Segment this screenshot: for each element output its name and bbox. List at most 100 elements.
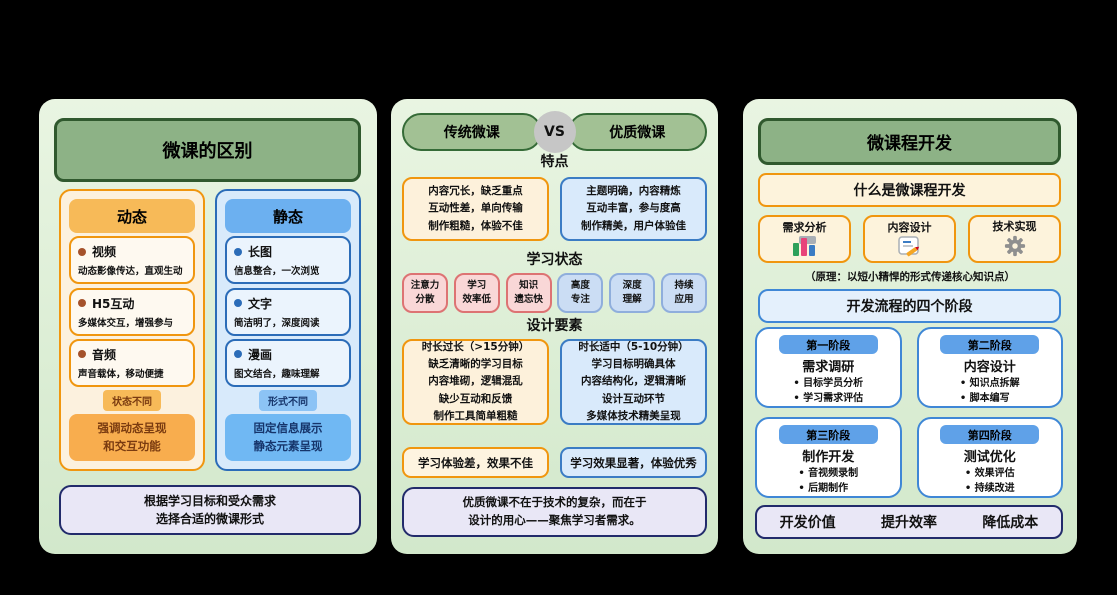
features-row: 内容冗长，缺乏重点 互动性差，单向传输 制作粗糙，体验不佳 主题明确，内容精炼 … <box>402 177 707 241</box>
footer-value: 降低成本 <box>982 515 1039 531</box>
panel-footer-values: 开发价值 提升效率 降低成本 <box>755 505 1063 539</box>
learning-states-row: 注意力 分散 学习 效率低 知识 遗忘快 高度 专注 深度 理解 持续 应用 <box>402 273 707 313</box>
footer-value: 开发价值 <box>779 515 836 531</box>
status-badge: 状态不同 <box>103 390 161 412</box>
design-row: 时长过长（>15分钟） 缺乏清晰的学习目标 内容堆砌，逻辑混乱 缺少互动和反馈 … <box>402 339 707 425</box>
item-desc: 动态影像传达，直观生动 <box>78 266 183 278</box>
panel-microcourse-development: 微课程开发 什么是微课程开发 需求分析 内容设计 <box>743 99 1077 554</box>
good-state-pill: 高度 专注 <box>557 273 604 313</box>
item-title: 文字 <box>248 296 273 311</box>
list-item: 漫画 图文结合，趣味理解 <box>225 338 351 387</box>
stage-card-4: 第四阶段 测试优化 • 效果评估 • 持续改进 <box>916 417 1063 498</box>
item-title: 音频 <box>92 347 117 362</box>
stage-title: 测试优化 <box>963 450 1016 465</box>
list-item: 视频 动态影像传达，直观生动 <box>69 236 195 285</box>
results-row: 学习体验差，效果不佳 学习效果显著，体验优秀 <box>402 447 707 478</box>
traditional-header-pill: 传统微课 <box>402 113 542 151</box>
stage-bullets: • 知识点拆解 • 脚本编写 <box>960 376 1020 406</box>
list-item: H5互动 多媒体交互，增强参与 <box>69 287 195 336</box>
what-is-development-header: 什么是微课程开发 <box>758 173 1061 207</box>
principle-note: （原理：以短小精悍的形式传递核心知识点） <box>805 271 1015 283</box>
status-badge: 形式不同 <box>259 390 317 412</box>
dynamic-column-header: 动态 <box>69 199 195 233</box>
stage-card-3: 第三阶段 制作开发 • 音视频录制 • 后期制作 <box>755 417 902 498</box>
item-title: H5互动 <box>92 296 135 311</box>
item-title-row: 视频 <box>78 243 186 260</box>
stage-card-2: 第二阶段 内容设计 • 知识点拆解 • 脚本编写 <box>916 327 1063 408</box>
bad-state-pill: 知识 遗忘快 <box>505 273 552 313</box>
vs-header-row: 传统微课 VS 优质微课 <box>402 111 707 153</box>
item-title-row: H5互动 <box>78 295 186 312</box>
stage-title: 需求调研 <box>802 360 855 375</box>
vs-badge: VS <box>533 111 576 153</box>
bad-state-pill: 注意力 分散 <box>402 273 448 313</box>
item-title: 视频 <box>92 245 117 260</box>
bullet-dot-icon <box>78 350 86 359</box>
aspect-tech-implementation: 技术实现 <box>968 215 1061 263</box>
stage-bullet: • 持续改进 <box>964 483 1015 494</box>
item-desc: 简洁明了，深度阅读 <box>234 317 320 329</box>
panel-footer-note: 根据学习目标和受众需求 选择合适的微课形式 <box>59 485 361 535</box>
stage-badge: 第二阶段 <box>940 335 1040 354</box>
section-title-features: 特点 <box>540 154 569 170</box>
stage-bullets: • 效果评估 • 持续改进 <box>965 466 1015 496</box>
traditional-result-box: 学习体验差，效果不佳 <box>402 447 549 478</box>
bullet-dot-icon <box>234 247 242 256</box>
quality-design-box: 时长适中（5-10分钟） 学习目标明确具体 内容结构化，逻辑清晰 设计互动环节 … <box>560 339 707 425</box>
stage-title: 内容设计 <box>963 360 1016 375</box>
list-item: 音频 声音载体，移动便捷 <box>69 338 195 387</box>
panel-title: 微课的区别 <box>54 118 361 182</box>
bullet-dot-icon <box>234 350 242 359</box>
item-desc: 图文结合，趣味理解 <box>234 368 320 380</box>
good-state-pill: 深度 理解 <box>609 273 656 313</box>
stage-title: 制作开发 <box>802 450 855 465</box>
column-summary: 固定信息展示 静态元素呈现 <box>225 414 351 461</box>
column-summary: 强调动态呈现 和交互功能 <box>69 414 195 461</box>
panel-title: 微课程开发 <box>758 118 1061 165</box>
panel-footer-note: 优质微课不在于技术的复杂，而在于 设计的用心——聚焦学习者需求。 <box>402 487 707 537</box>
item-desc: 声音载体，移动便捷 <box>78 368 164 380</box>
static-column: 静态 长图 信息整合，一次浏览 文字 简洁明了，深度阅读 漫画 <box>215 189 361 471</box>
traditional-design-box: 时长过长（>15分钟） 缺乏清晰的学习目标 内容堆砌，逻辑混乱 缺少互动和反馈 … <box>402 339 549 425</box>
item-title-row: 长图 <box>234 243 342 260</box>
comparison-columns: 动态 视频 动态影像传达，直观生动 H5互动 多媒体交互，增强参与 音频 <box>59 189 361 471</box>
quality-features-box: 主题明确，内容精炼 互动丰富，参与度高 制作精美，用户体验佳 <box>560 177 707 241</box>
stage-bullet: • 知识点拆解 <box>959 378 1020 389</box>
stage-bullet: • 脚本编写 <box>959 393 1010 404</box>
stage-bullets: • 目标学员分析 • 学习需求评估 <box>793 376 863 406</box>
bullet-dot-icon <box>78 299 86 308</box>
item-title: 长图 <box>248 245 273 260</box>
section-title-design: 设计要素 <box>526 318 583 334</box>
stage-bullet: • 学习需求评估 <box>793 393 864 404</box>
bullet-dot-icon <box>78 247 86 256</box>
stage-bullet: • 效果评估 <box>964 468 1015 479</box>
stage-badge: 第一阶段 <box>778 335 878 354</box>
good-state-pill: 持续 应用 <box>660 273 707 313</box>
stage-bullet: • 目标学员分析 <box>793 378 864 389</box>
quality-header-pill: 优质微课 <box>567 113 707 151</box>
item-desc: 信息整合，一次浏览 <box>234 266 320 278</box>
aspect-label: 需求分析 <box>782 221 827 234</box>
footer-value: 提升效率 <box>880 515 937 531</box>
stage-bullets: • 音视频录制 • 后期制作 <box>798 466 858 496</box>
stage-badge: 第四阶段 <box>940 425 1040 444</box>
item-desc: 多媒体交互，增强参与 <box>78 317 174 329</box>
stages-grid: 第一阶段 需求调研 • 目标学员分析 • 学习需求评估 第二阶段 内容设计 • … <box>755 327 1063 498</box>
aspects-row: 需求分析 内容设计 <box>758 215 1061 263</box>
aspect-label: 内容设计 <box>887 220 932 234</box>
item-title-row: 音频 <box>78 346 186 363</box>
stage-bullet: • 音视频录制 <box>798 468 859 479</box>
traditional-features-box: 内容冗长，缺乏重点 互动性差，单向传输 制作粗糙，体验不佳 <box>402 177 549 241</box>
item-title-row: 文字 <box>234 295 342 312</box>
list-item: 文字 简洁明了，深度阅读 <box>225 287 351 336</box>
process-stages-header: 开发流程的四个阶段 <box>758 289 1061 323</box>
document-pencil-icon <box>897 235 922 260</box>
bar-chart-icon <box>792 236 818 259</box>
bad-state-pill: 学习 效率低 <box>453 273 500 313</box>
panel-traditional-vs-quality: 传统微课 VS 优质微课 特点 内容冗长，缺乏重点 互动性差，单向传输 制作粗糙… <box>391 99 718 554</box>
item-title: 漫画 <box>248 347 273 362</box>
section-title-learning-state: 学习状态 <box>526 252 583 268</box>
static-column-header: 静态 <box>225 199 351 233</box>
aspect-needs-analysis: 需求分析 <box>758 215 851 263</box>
quality-result-box: 学习效果显著，体验优秀 <box>560 447 707 478</box>
